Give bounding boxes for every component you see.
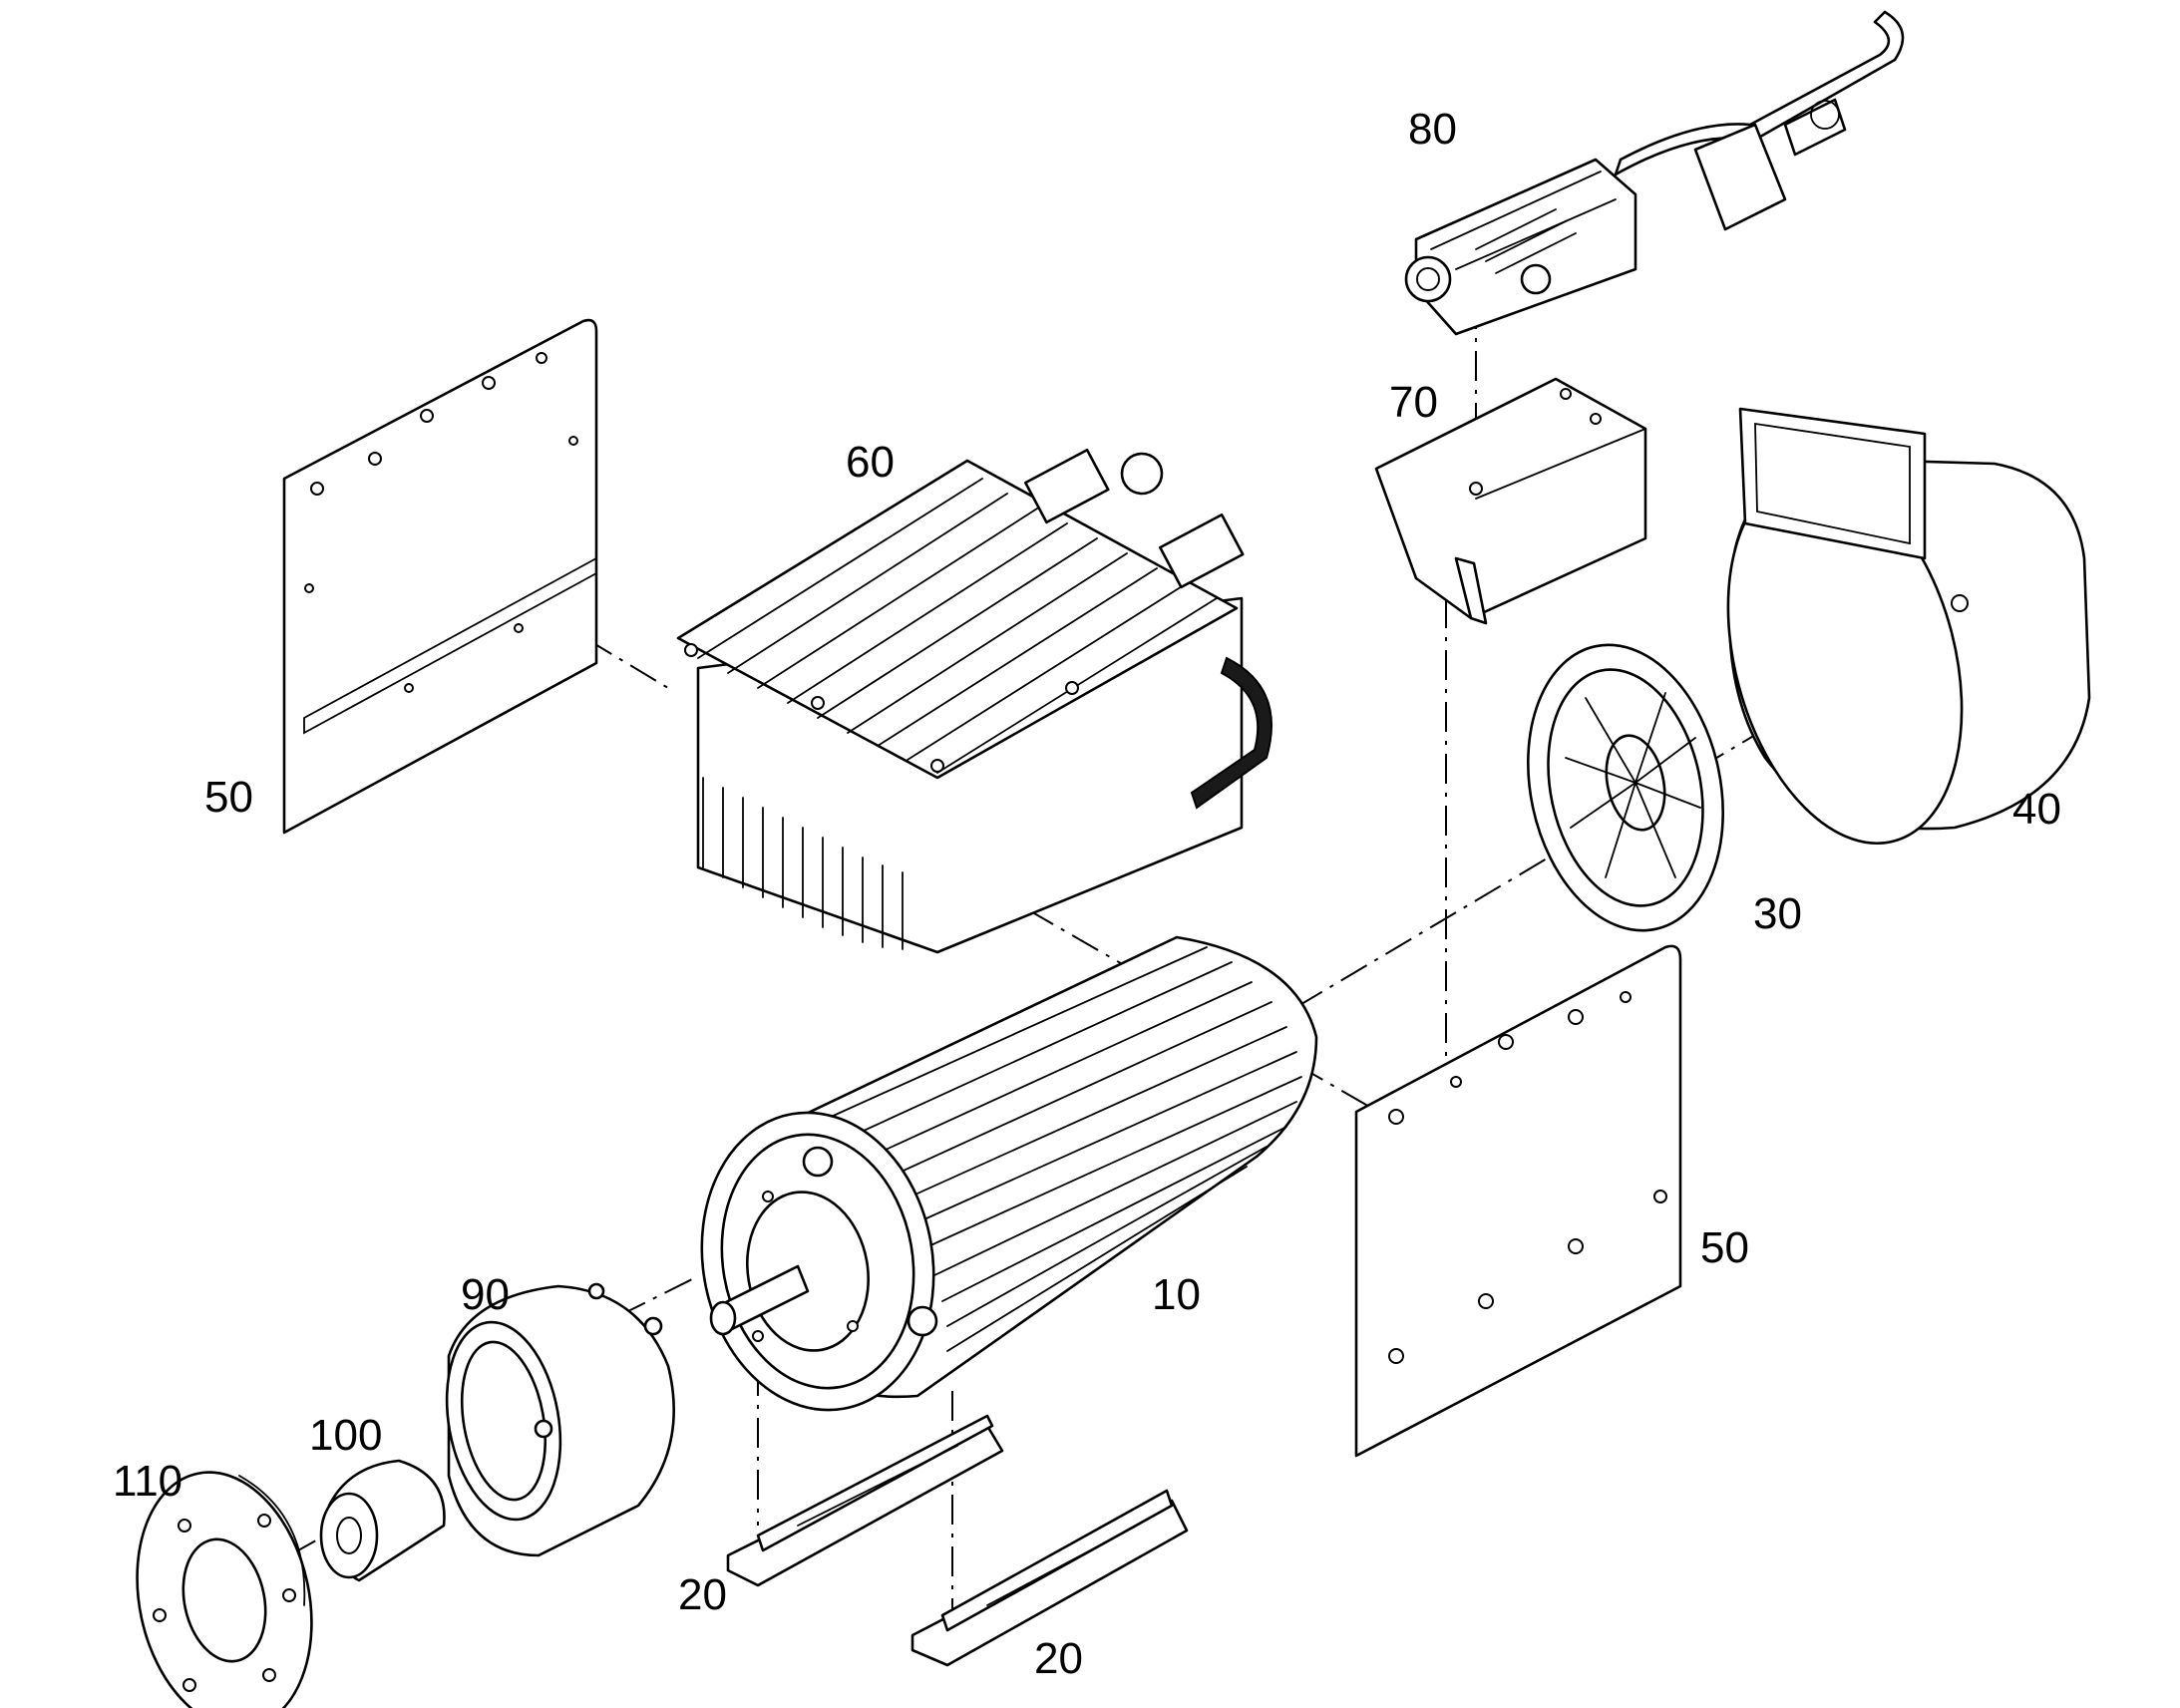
callout-side-plate-left: 50 [204,773,253,822]
inverter-heatsink-bottom [702,777,904,950]
foot-right [910,1489,1189,1667]
junction-box [1404,10,1905,336]
callout-flange-plate: 110 [113,1457,183,1506]
fan-cover [1726,407,2091,846]
fan-blades [1565,692,1701,878]
callout-foot-right: 20 [1034,1634,1083,1683]
callout-side-plate-right: 50 [1700,1223,1749,1272]
flange-plate [136,1471,313,1708]
adapter-flange [445,1282,675,1557]
foot-left [726,1414,1004,1587]
fan [1527,643,1724,932]
motor [700,935,1318,1412]
side-plate-right [1354,944,1682,1458]
mounting-bracket [1374,377,1647,625]
callout-fan: 30 [1753,889,1802,938]
callout-motor: 10 [1152,1270,1201,1319]
inverter [676,448,1272,954]
junction-box-fins [1475,208,1577,274]
callout-adapter-flange: 90 [461,1270,510,1319]
callout-coupling: 100 [309,1411,383,1460]
motor-cooling-ribs [797,946,1302,1352]
side-plate-left [282,318,598,835]
callout-mounting-bracket: 70 [1389,378,1438,427]
callout-foot-left: 20 [678,1570,727,1619]
coupling [319,1459,446,1582]
callout-junction-box: 80 [1408,105,1457,154]
callout-inverter: 60 [846,438,895,487]
callout-fan-cover: 40 [2012,785,2061,834]
